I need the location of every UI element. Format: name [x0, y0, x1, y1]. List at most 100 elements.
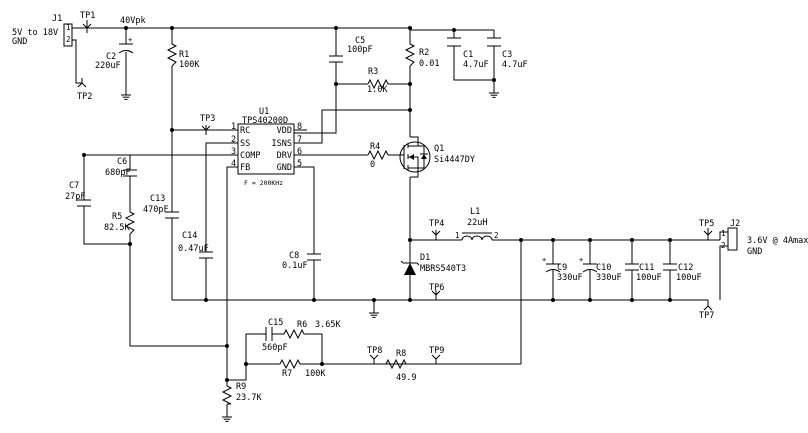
c7-value: 27pF [65, 192, 85, 202]
mosfet-q1 [399, 136, 431, 178]
r5-value: 82.5K [104, 223, 130, 233]
c13-value: 470pF [143, 205, 169, 215]
pin-2-number: 2 [231, 135, 236, 145]
r2-value: 0.01 [419, 59, 439, 69]
c1-value: 4.7uF [463, 60, 489, 70]
r4-ref: R4 [370, 142, 380, 152]
tp5-label: TP5 [699, 219, 714, 229]
c11-ref: C11 [639, 263, 654, 273]
c14-ref: C14 [182, 231, 197, 241]
c8-value: 0.1uF [282, 261, 308, 271]
pin-isns-label: ISNS [272, 139, 292, 149]
tp8-marker [369, 354, 379, 365]
c11-value: 100uF [636, 273, 662, 283]
tp8-label: TP8 [367, 346, 382, 356]
input-range-label: 5V to 18V [12, 28, 58, 38]
c9-value: 330uF [557, 273, 583, 283]
c2-ref: C2 [106, 52, 116, 62]
c13-ref: C13 [150, 194, 165, 204]
r4-value: 0 [370, 160, 375, 170]
u1-ref: U1 [259, 107, 269, 117]
pin-vdd-label: VDD [277, 126, 292, 136]
tp9-label: TP9 [429, 346, 444, 356]
tp7-label: TP7 [699, 311, 714, 321]
l1-value: 22uH [467, 218, 487, 228]
capacitors [77, 37, 677, 341]
j1-label: J1 [52, 14, 62, 24]
r8-ref: R8 [396, 349, 406, 359]
pin-7-number: 7 [297, 135, 302, 145]
svg-text:+: + [128, 36, 132, 44]
d1-part-number: MBRS540T3 [420, 264, 466, 274]
c15-value: 560pF [262, 343, 288, 353]
j1-pin2-label: 2 [66, 35, 71, 44]
c15-ref: C15 [268, 318, 283, 328]
tp4-label: TP4 [429, 219, 444, 229]
pin-8-number: 8 [297, 122, 302, 132]
r8-value: 49.9 [396, 373, 416, 383]
ic-u1: RC SS COMP FB VDD ISNS DRV GND 1 2 3 4 5… [231, 122, 302, 175]
pin-rc-label: RC [240, 126, 250, 136]
q1-part-number: Si4447DY [434, 155, 475, 165]
c8-ref: C8 [289, 251, 299, 261]
pin-drv-label: DRV [277, 151, 292, 161]
l1-ref: L1 [470, 207, 480, 217]
c12-value: 100uF [676, 273, 702, 283]
tp2-label: TP2 [77, 92, 92, 102]
r6-ref: R6 [297, 320, 307, 330]
r1-ref: R1 [179, 50, 189, 60]
pin-6-number: 6 [297, 147, 302, 157]
r1-value: 100K [179, 60, 200, 70]
polarity-marks: + + + [128, 36, 583, 264]
r7-value: 100K [305, 369, 326, 379]
ground-c2 [120, 91, 132, 100]
pin-fb-label: FB [240, 163, 250, 173]
l1-pin1-label: 1 [455, 231, 460, 240]
resistors [124, 43, 416, 405]
svg-text:+: + [542, 256, 546, 264]
vpk-label: 40Vpk [120, 16, 146, 26]
r2-ref: R2 [419, 48, 429, 58]
u1-part-number: TPS40200D [242, 116, 288, 126]
c12-ref: C12 [678, 263, 693, 273]
diode-d1 [400, 256, 420, 275]
r7-ref: R7 [282, 369, 292, 379]
c2-curved-plate [118, 50, 134, 54]
c6-ref: C6 [117, 157, 127, 167]
pin-gnd-label: GND [277, 163, 292, 173]
ground-main [368, 309, 380, 318]
pin-comp-label: COMP [240, 151, 260, 161]
tp9-marker [431, 354, 441, 365]
d1-ref: D1 [420, 253, 430, 263]
tp6-label: TP6 [429, 283, 444, 293]
component-labels: 5V to 18V GND J1 1 2 TP1 TP2 40Vpk C2 22… [12, 11, 808, 403]
j1-connector [63, 23, 73, 47]
input-gnd-label: GND [12, 37, 27, 47]
l1-pin2-label: 2 [494, 231, 499, 240]
c5-ref: C5 [355, 36, 365, 46]
j2-pin1-label: 1 [721, 229, 726, 238]
output-gnd-label: GND [747, 247, 762, 257]
c7-ref: C7 [69, 181, 79, 191]
j2-connector [727, 227, 738, 251]
c9-ref: C9 [557, 263, 567, 273]
q1-ref: Q1 [434, 144, 444, 154]
output-spec-label: 3.6V @ 4Amax [747, 236, 808, 246]
c5-value: 100pF [347, 45, 373, 55]
r3-ref: R3 [368, 67, 378, 77]
r9-ref: R9 [236, 382, 246, 392]
test-points [77, 23, 713, 365]
tp7-marker [703, 300, 713, 311]
c1-ref: C1 [463, 50, 473, 60]
pin-4-number: 4 [231, 159, 236, 169]
ground-c1-c3 [488, 89, 500, 98]
svg-text:+: + [579, 256, 583, 264]
tp3-label: TP3 [200, 114, 215, 124]
r9-value: 23.7K [236, 393, 262, 403]
c3-value: 4.7uF [502, 60, 528, 70]
j2-ref: J2 [730, 219, 740, 229]
r3-value: 1.0K [367, 85, 388, 95]
c2-value: 220uF [95, 61, 121, 71]
tp1-label: TP1 [80, 11, 95, 21]
